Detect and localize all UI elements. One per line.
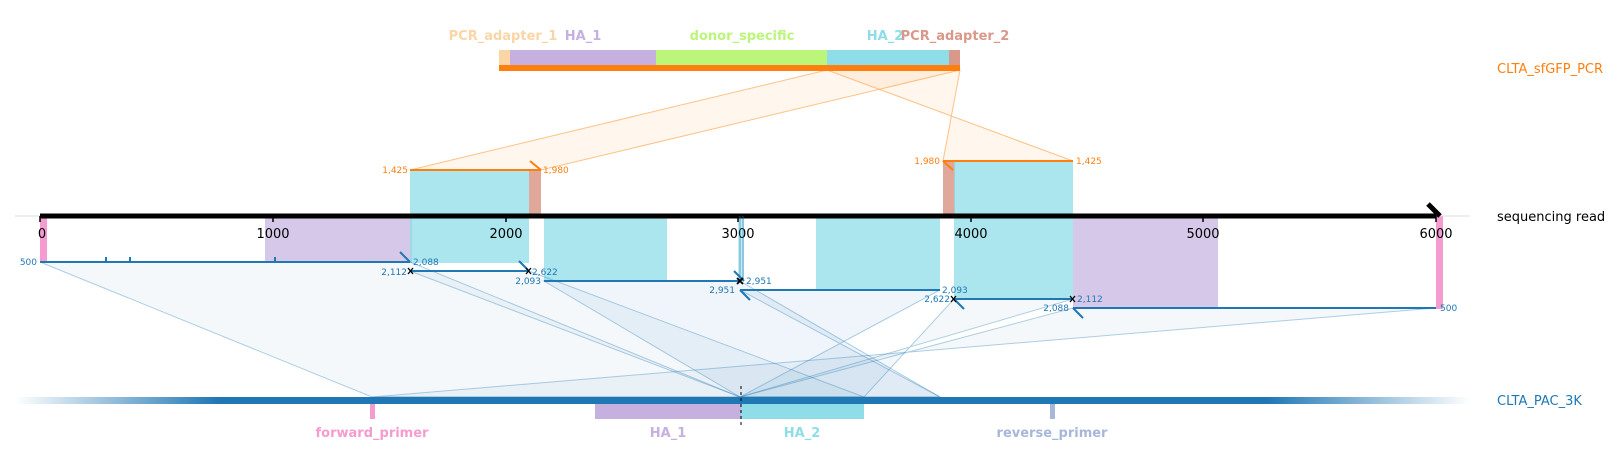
read-region-ha-2-e bbox=[954, 161, 1073, 299]
junction-marker-4 bbox=[950, 295, 957, 303]
read-track-label: sequencing read bbox=[1497, 210, 1605, 225]
pac-alignment-labels: 500 2,088 2,112 2,622 2,093 2,951 2,951 … bbox=[20, 258, 1458, 314]
junction-marker-1 bbox=[407, 267, 414, 275]
pac-alignment-6-right-label: 500 bbox=[1440, 304, 1457, 314]
pac-feature-reverse-primer bbox=[1050, 404, 1055, 419]
pac-alignments bbox=[40, 216, 1436, 319]
pac-alignment-1-arrow bbox=[399, 251, 411, 263]
pcr-feature-donor-specific bbox=[656, 50, 827, 66]
read-region-primer-left bbox=[40, 216, 47, 262]
read-region-ha-2-b bbox=[544, 216, 667, 281]
pac-alignment-3-right-label: 2,951 bbox=[746, 277, 772, 287]
pcr-feature-ha-2 bbox=[827, 50, 949, 66]
junction-marker-3 bbox=[736, 277, 744, 285]
pac-label-forward-primer: forward_primer bbox=[316, 426, 430, 441]
pcr-connections bbox=[409, 69, 1074, 171]
pcr-alignment-2-right-label: 1,425 bbox=[1076, 157, 1102, 167]
axis-tick-label-2000: 2000 bbox=[489, 227, 522, 242]
pac-alignment-4-left-label: 2,951 bbox=[709, 286, 735, 296]
pac-feature-ha-2 bbox=[741, 404, 864, 419]
pcr-alignment-2-left-label: 1,980 bbox=[914, 157, 940, 167]
pac-track: forward_primer HA_1 HA_2 reverse_primer … bbox=[15, 386, 1582, 441]
axis-tick-label-1000: 1000 bbox=[256, 227, 289, 242]
read-region-ha-2-c bbox=[738, 216, 744, 281]
pac-alignment-1-right-label: 2,088 bbox=[413, 258, 439, 268]
pcr-alignment-1-right-label: 1,980 bbox=[543, 166, 569, 176]
pac-feature-forward-primer bbox=[370, 404, 375, 419]
pcr-reference-bar bbox=[499, 65, 960, 71]
pac-feature-ha-1 bbox=[595, 404, 741, 419]
pcr-alignment-2-arrow bbox=[942, 160, 954, 171]
pcr-label-pcr-adapter-2: PCR_adapter_2 bbox=[901, 29, 1010, 44]
pcr-feature-ha-1 bbox=[510, 50, 656, 66]
junction-marker-5 bbox=[1069, 295, 1076, 303]
pac-alignment-2-left-label: 2,112 bbox=[381, 268, 407, 278]
pac-alignment-6-left-label: 2,088 bbox=[1043, 304, 1069, 314]
pcr-track-label: CLTA_sfGFP_PCR bbox=[1497, 62, 1603, 77]
read-arrow-head bbox=[1426, 202, 1442, 218]
pac-label-ha-2: HA_2 bbox=[784, 426, 821, 441]
pcr-label-ha-1: HA_1 bbox=[565, 29, 602, 44]
pcr-feature-pcr-adapter-1 bbox=[499, 50, 510, 66]
pac-label-ha-1: HA_1 bbox=[650, 426, 687, 441]
read-region-ha-2-d bbox=[816, 216, 940, 290]
read-region-adapter-2-b bbox=[943, 161, 955, 216]
axis-tick-label-3000: 3000 bbox=[721, 227, 754, 242]
pac-alignment-4-arrow bbox=[739, 289, 751, 301]
read-region-ha-1-right bbox=[1073, 216, 1218, 308]
read-region-primer-right bbox=[1436, 216, 1443, 309]
pac-track-label: CLTA_PAC_3K bbox=[1497, 394, 1582, 409]
pac-alignment-3-left-label: 2,093 bbox=[515, 277, 541, 287]
axis-tick-label-4000: 4000 bbox=[954, 227, 987, 242]
read-feature-regions bbox=[40, 161, 1443, 309]
pac-alignment-6-arrow bbox=[1072, 307, 1084, 319]
pac-connections bbox=[39, 261, 1437, 398]
axis-tick-label-0: 0 bbox=[38, 227, 46, 242]
pcr-connection-2 bbox=[826, 69, 1074, 162]
pcr-label-pcr-adapter-1: PCR_adapter_1 bbox=[449, 29, 558, 44]
read-track: 0 1000 2000 3000 4000 5000 6000 sequenci… bbox=[15, 202, 1605, 242]
axis-tick-label-5000: 5000 bbox=[1186, 227, 1219, 242]
pac-alignment-2-right-label: 2,622 bbox=[532, 268, 558, 278]
pcr-alignment-1-arrow bbox=[529, 160, 542, 171]
pac-alignment-5-right-label: 2,112 bbox=[1077, 295, 1103, 305]
junction-marker-2 bbox=[525, 267, 532, 275]
axis-tick-label-6000: 6000 bbox=[1419, 227, 1452, 242]
pcr-alignments: 1,425 1,980 1,980 1,425 bbox=[382, 157, 1102, 176]
pcr-alignment-1-left-label: 1,425 bbox=[382, 166, 408, 176]
pac-alignment-1-left-label: 500 bbox=[20, 258, 37, 268]
pcr-feature-pcr-adapter-2 bbox=[949, 50, 960, 66]
pac-label-reverse-primer: reverse_primer bbox=[997, 426, 1109, 441]
pcr-track: PCR_adapter_1 HA_1 donor_specific HA_2 P… bbox=[449, 29, 1603, 77]
pac-alignment-4-right-label: 2,093 bbox=[942, 286, 968, 296]
read-region-ha-1-left bbox=[265, 216, 412, 263]
pcr-label-donor-specific: donor_specific bbox=[690, 29, 795, 44]
read-region-adapter-2-a bbox=[529, 170, 541, 216]
pac-reference-bar bbox=[15, 397, 1470, 404]
junction-markers bbox=[407, 267, 1076, 303]
pac-alignment-5-left-label: 2,622 bbox=[924, 295, 950, 305]
pcr-label-ha-2: HA_2 bbox=[867, 29, 904, 44]
